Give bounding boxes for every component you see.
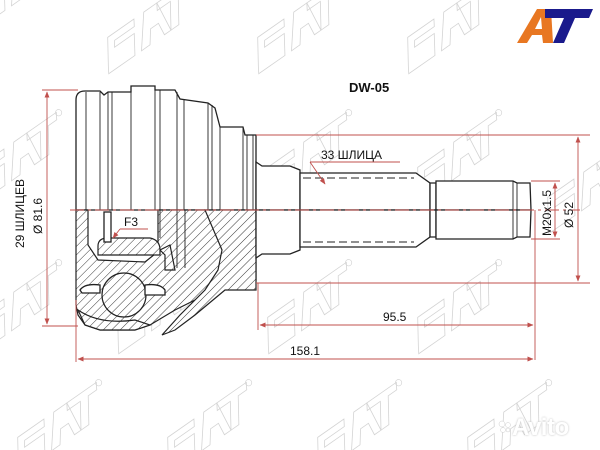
spline-shaft-upper (255, 160, 532, 211)
dimension-thread: M20x1.5 (531, 180, 560, 240)
dimension-outer-diameter: 29 ШЛИЦЕВ Ø 81.6 (13, 89, 78, 327)
leader-inner-splines: 33 ШЛИЦА (309, 148, 400, 185)
outer-diameter-label: Ø 81.6 (31, 198, 45, 234)
cv-joint-housing-upper (75, 85, 257, 211)
leader-f3: F3 (112, 215, 148, 239)
cv-joint-housing-section-lower (75, 207, 257, 336)
avito-watermark: Avito (512, 414, 569, 441)
inner-splines-label: 33 ШЛИЦА (321, 148, 382, 162)
f3-label: F3 (124, 215, 138, 229)
dimension-shaft-length: 95.5 (257, 210, 536, 360)
at-logo (517, 9, 593, 43)
seal-diameter-label: Ø 52 (562, 202, 576, 228)
total-length-label: 158.1 (290, 344, 320, 358)
avito-dots-icon (498, 420, 511, 433)
spline-shaft-lower (255, 209, 532, 260)
outer-splines-label: 29 ШЛИЦЕВ (13, 179, 27, 248)
thread-label: M20x1.5 (540, 190, 554, 236)
shaft-length-label: 95.5 (383, 310, 407, 324)
dimension-seal-diameter: Ø 52 (256, 134, 590, 284)
part-number-title: DW-05 (349, 80, 389, 95)
dimension-total-length: 158.1 (75, 300, 534, 362)
